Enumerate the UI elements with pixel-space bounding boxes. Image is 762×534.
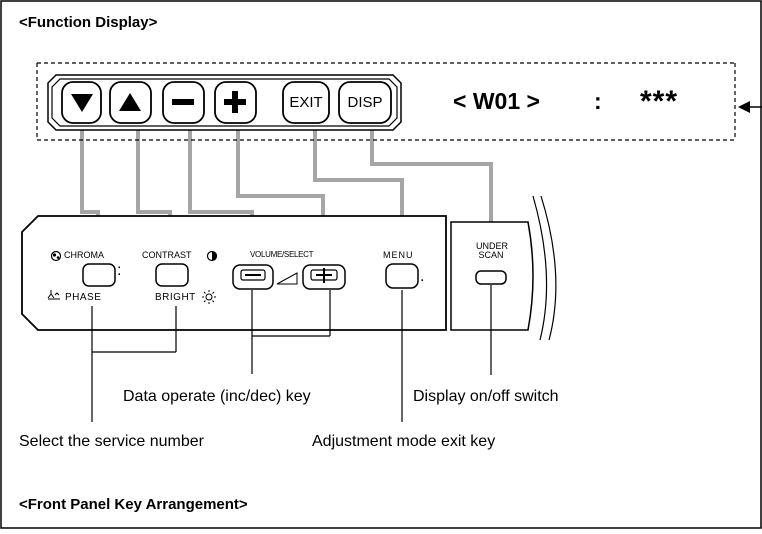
bright-label: BRIGHT: [155, 292, 196, 303]
volume-ramp-icon: [276, 272, 298, 285]
volume-minus-button[interactable]: [232, 264, 274, 290]
contrast-label: CONTRAST: [142, 250, 192, 260]
down-triangle-icon: [71, 94, 93, 112]
down-key[interactable]: [61, 81, 102, 124]
menu-label: MENU: [383, 250, 414, 260]
bezel-curve-2: [540, 195, 557, 341]
chroma-colon: :: [117, 262, 122, 279]
service-code-text: < W01 >: [453, 88, 540, 114]
phase-label: PHASE: [65, 292, 102, 303]
function-display-title: <Function Display>: [19, 14, 158, 31]
callout-lines: [91, 285, 492, 422]
chroma-phase-button[interactable]: [82, 263, 116, 287]
underscan-label-line2: SCAN: [478, 250, 504, 260]
key-strip-inner-outline: [51, 78, 398, 127]
display-dashed-box: [36, 62, 736, 141]
chroma-icon: [50, 250, 62, 262]
contrast-icon: [206, 250, 218, 262]
display-pointer-arrow: [738, 101, 762, 113]
callout-select-service: Select the service number: [19, 433, 204, 450]
plus-icon: [224, 91, 246, 113]
disp-key-frame: [338, 81, 392, 124]
contrast-bright-button[interactable]: [155, 263, 189, 287]
disp-key[interactable]: DISP: [347, 94, 383, 111]
volume-select-label: VOLUME/SELECT: [250, 250, 314, 259]
menu-button[interactable]: [385, 263, 419, 289]
minus-key[interactable]: [162, 81, 205, 124]
up-key[interactable]: [109, 81, 152, 124]
chroma-label: CHROMA: [64, 250, 104, 260]
plus-key[interactable]: [214, 81, 257, 124]
up-triangle-icon: [119, 93, 141, 111]
underscan-label-line1: UNDER: [476, 241, 509, 251]
callout-adjust-exit: Adjustment mode exit key: [312, 433, 496, 450]
exit-key[interactable]: EXIT: [289, 94, 323, 111]
bright-icon: [202, 290, 216, 304]
minus-icon: [172, 99, 194, 105]
callout-data-operate: Data operate (inc/dec) key: [123, 388, 311, 405]
volume-plus-button[interactable]: [302, 264, 346, 290]
callout-display-switch: Display on/off switch: [413, 388, 559, 405]
code-separator: :: [594, 88, 602, 114]
phase-icon: [47, 290, 60, 300]
connector-exit-to-menu: [313, 112, 404, 233]
exit-key-frame: [282, 81, 330, 124]
service-value-text: ***: [640, 85, 679, 118]
bezel-curve-1: [532, 195, 548, 341]
menu-dot: .: [420, 268, 425, 285]
connector-disp-to-underscan: [370, 112, 493, 233]
underscan-button[interactable]: [475, 270, 507, 285]
connector-plus-to-volume-plus: [236, 112, 325, 233]
front-panel-title: <Front Panel Key Arrangement>: [19, 496, 248, 513]
